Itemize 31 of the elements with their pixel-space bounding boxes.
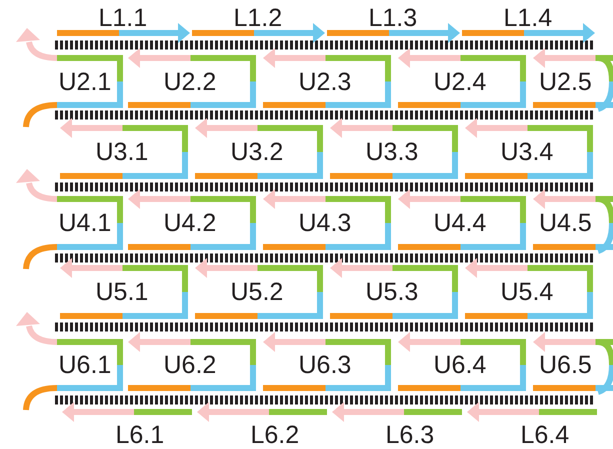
strand-label: U6.4	[434, 353, 486, 378]
strand-label: U4.4	[434, 211, 486, 236]
strand-label: U2.4	[434, 70, 486, 94]
strand-label: U6.5	[539, 353, 592, 378]
strand-label: L1.1	[98, 6, 148, 31]
strand-label: U2.5	[539, 70, 592, 94]
strand-label: U6.1	[58, 353, 112, 378]
strand-label: U5.2	[230, 280, 284, 305]
strand-label: U4.5	[539, 211, 592, 236]
strand-label: U5.4	[500, 280, 554, 305]
strand-label: L6.2	[250, 423, 300, 448]
strand-label: U3.2	[230, 140, 284, 165]
strand-label: U2.3	[298, 70, 352, 94]
strand-label: U2.1	[58, 70, 112, 94]
strand-label: L1.4	[504, 6, 552, 31]
strand-label: U4.3	[298, 211, 352, 236]
strand-label: U4.2	[164, 211, 216, 236]
strand-label: U6.2	[164, 353, 216, 378]
strand-label: L1.3	[368, 6, 418, 31]
strand-label: U3.1	[96, 140, 148, 165]
strand-label: U3.4	[500, 140, 554, 165]
strand-label: L6.4	[520, 423, 570, 448]
strand-label: U3.3	[366, 140, 418, 165]
strand-label: L1.2	[234, 6, 282, 31]
strand-label: L6.1	[116, 423, 164, 448]
strand-label: U6.3	[298, 353, 352, 378]
strand-label: U2.2	[164, 70, 216, 94]
strand-label: U5.3	[366, 280, 418, 305]
strand-label: L6.3	[386, 423, 434, 448]
strand-label: U4.1	[58, 211, 112, 236]
strand-label: U5.1	[96, 280, 148, 305]
